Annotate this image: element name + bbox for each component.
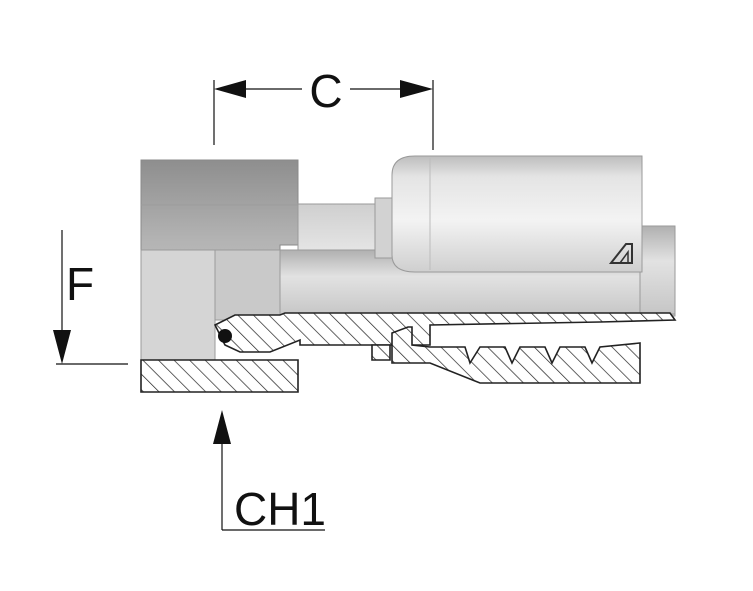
ferrule-section [391, 326, 641, 384]
manufacturer-logo-icon [608, 243, 633, 264]
dimension-f: F [53, 230, 128, 365]
dimension-c-label: C [309, 65, 342, 117]
dimension-f-label: F [66, 258, 94, 310]
arrow-right-icon [400, 80, 433, 98]
ferrule [391, 155, 643, 273]
dimension-ch1: CH1 [213, 410, 326, 535]
nipple-section [213, 312, 677, 361]
arrow-up-icon [213, 410, 231, 444]
nut-body [140, 159, 301, 361]
arrow-left-icon [214, 80, 246, 98]
nut-section [140, 359, 299, 393]
dimension-ch1-label: CH1 [234, 483, 326, 535]
dimension-c: C [213, 65, 434, 150]
o-ring-icon [218, 329, 232, 343]
arrow-down-icon [53, 330, 71, 364]
